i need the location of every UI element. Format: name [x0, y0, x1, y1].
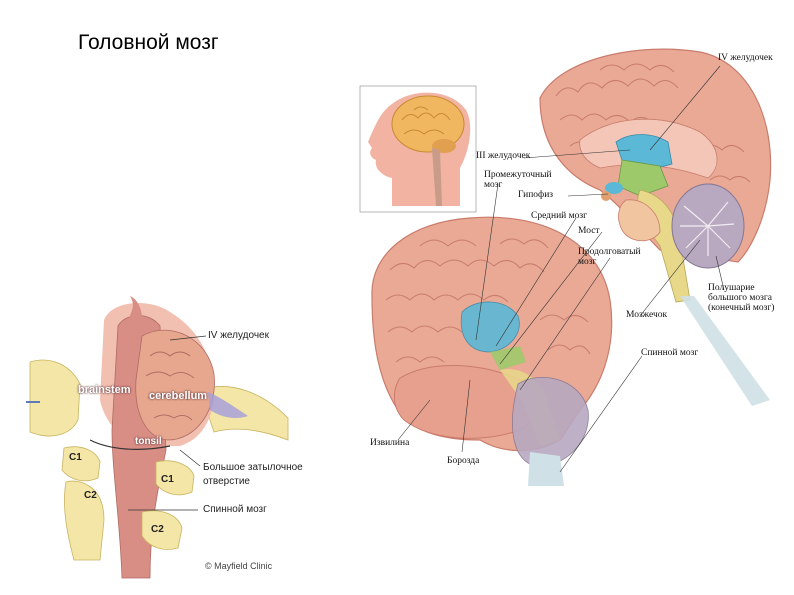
- label-diencephalon-1: Промежуточный: [484, 170, 552, 180]
- head-silhouette-illustration: [359, 85, 477, 213]
- label-diencephalon-2: мозг: [484, 180, 503, 190]
- label-hemisphere-1: Полушарие: [708, 283, 755, 293]
- label-c1-left: C1: [69, 452, 82, 463]
- label-hemisphere-2: большого мозга: [708, 293, 773, 303]
- label-foramen-2: отверстие: [203, 476, 250, 487]
- label-gyrus: Извилина: [370, 438, 410, 448]
- craniocervical-illustration: [26, 296, 290, 579]
- credit-text: © Mayfield Clinic: [205, 561, 273, 571]
- label-medulla-1: Продолговатый: [578, 247, 641, 257]
- label-tonsil: tonsil: [135, 436, 162, 447]
- label-ventricle4: IV желудочек: [718, 53, 773, 63]
- slide-title: Головной мозг: [78, 31, 219, 54]
- sagittal-brain-illustration: [539, 48, 772, 406]
- label-c2-left: C2: [84, 490, 97, 501]
- label-brainstem: brainstem: [78, 384, 131, 396]
- label-foramen-1: Большое затылочное: [203, 462, 303, 473]
- label-medulla-2: мозг: [578, 257, 597, 267]
- leader-lines: [397, 65, 725, 473]
- label-cerebellum: Мозжечок: [626, 310, 668, 320]
- lateral-brain-illustration: [371, 216, 613, 486]
- label-c2-right: C2: [151, 524, 164, 535]
- label-left-ventricle4: IV желудочек: [208, 330, 269, 341]
- label-pituitary: Гипофиз: [518, 190, 554, 200]
- label-hemisphere-3: (конечный мозг): [708, 303, 775, 313]
- label-ventricle3: III желудочек: [476, 151, 531, 161]
- label-pons: Мост: [578, 226, 600, 236]
- label-c1-right: C1: [161, 474, 174, 485]
- label-midbrain: Средний мозг: [531, 211, 588, 221]
- label-left-cerebellum: cerebellum: [149, 390, 208, 402]
- label-left-spinal-cord: Спинной мозг: [203, 504, 267, 515]
- label-spinal-cord: Спинной мозг: [641, 348, 699, 358]
- label-sulcus: Борозда: [447, 456, 480, 466]
